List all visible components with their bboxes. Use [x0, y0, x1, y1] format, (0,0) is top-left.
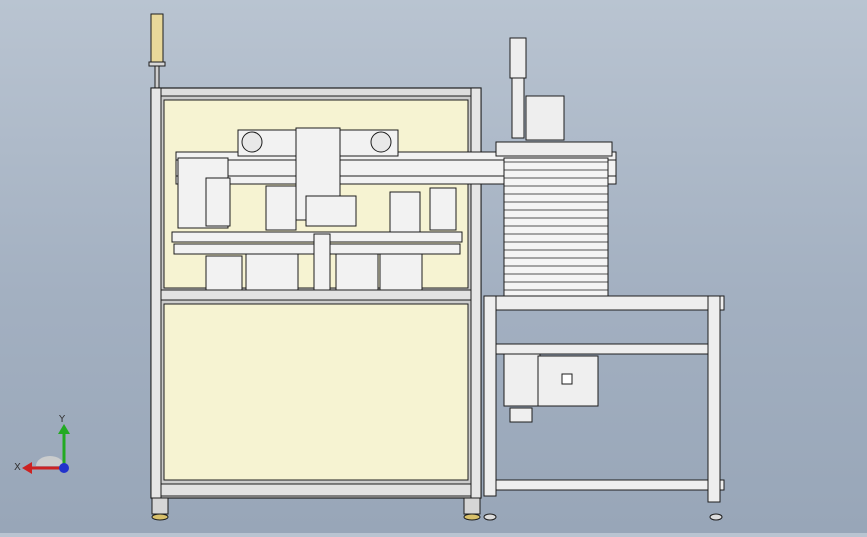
drive-motor [503, 353, 599, 423]
y-axis-label: Y [58, 414, 66, 425]
gantry-assembly [171, 127, 617, 291]
signal-tower [148, 13, 166, 89]
axis-triad: X Y [12, 410, 82, 480]
x-axis-label: X [14, 462, 21, 473]
conveyor-table [483, 295, 725, 521]
tray-stacker [495, 37, 613, 297]
tray-stack-lines [504, 161, 608, 291]
